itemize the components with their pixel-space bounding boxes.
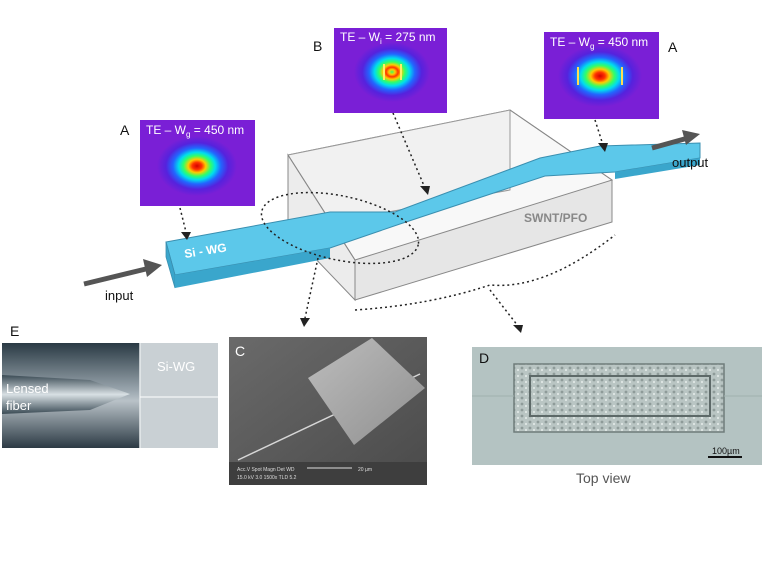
label-d: D	[479, 350, 489, 366]
mode-panel-center	[334, 28, 447, 113]
fiber-label-line1: Lensed	[6, 381, 49, 396]
label-c: C	[235, 343, 245, 359]
output-label: output	[672, 155, 709, 170]
label-e: E	[10, 323, 19, 339]
input-label: input	[105, 288, 134, 303]
top-view-scale: 100µm	[712, 446, 740, 456]
silicon-waveguide	[165, 142, 701, 289]
top-view-brace	[354, 234, 616, 311]
photo-top-view	[472, 347, 762, 465]
sem-scale: 20 µm	[358, 467, 372, 473]
sem-info-line1: Acc.V Spot Magn Det WD	[237, 467, 295, 473]
output-arrow	[651, 130, 700, 151]
input-arrow	[83, 259, 162, 287]
fiber-label-line2: fiber	[6, 398, 32, 413]
sem-info-line2: 15.0 kV 3.0 1500x TLD 5.2	[237, 475, 297, 481]
waveguide-label: Si - WG	[183, 240, 227, 261]
leader-arrowheads	[181, 143, 608, 333]
mode-title-center: TE – Wi = 275 nm	[340, 30, 436, 46]
leader-lines	[179, 112, 604, 327]
mode-panel-left	[140, 120, 255, 206]
label-a-left: A	[120, 122, 130, 138]
label-b: B	[313, 38, 322, 54]
label-a-right: A	[668, 39, 678, 55]
mode-title-right: TE – Wg = 450 nm	[550, 35, 648, 51]
zoom-ellipse	[260, 191, 420, 265]
top-view-caption: Top view	[576, 470, 631, 486]
mode-panel-right	[544, 32, 659, 119]
material-label: SWNT/PFO	[524, 211, 587, 225]
photo-sem	[229, 337, 427, 485]
photo-e-wg-label: Si-WG	[157, 359, 195, 374]
mode-title-left: TE – Wg = 450 nm	[146, 123, 244, 139]
photo-lensed-fiber	[2, 343, 218, 448]
